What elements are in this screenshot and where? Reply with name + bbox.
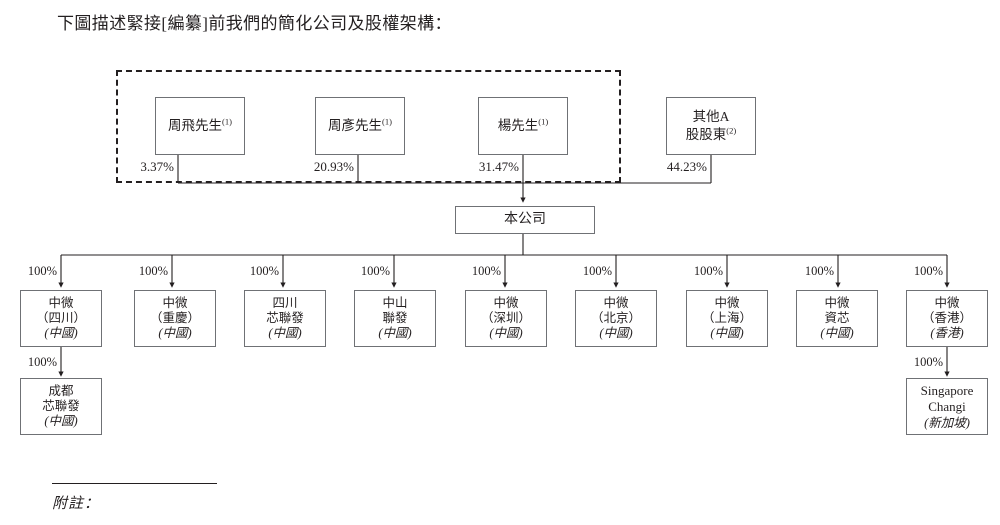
shareholder-name-2: 周彥先生(1) [328, 116, 392, 133]
third-level-country: (中國) [44, 414, 78, 428]
ownership-pct-subsidiary-1: 100% [27, 264, 57, 278]
subsidiary-name-line2: （香港） [921, 311, 972, 325]
third-level-name-line2: Changi [928, 398, 966, 414]
company-name: 本公司 [504, 212, 546, 227]
company-box[interactable]: 本公司 [455, 206, 595, 234]
third-level-box-singapore-changi[interactable]: Singapore Changi (新加坡) [906, 378, 988, 435]
subsidiary-name-line2: 資芯 [824, 311, 850, 325]
subsidiary-country: (中國) [489, 326, 523, 340]
shareholder-name-4-line1: 其他A [692, 109, 730, 124]
subsidiary-box-8[interactable]: 中微 資芯 (中國) [796, 290, 878, 347]
shareholder-name-1: 周飛先生(1) [168, 116, 232, 133]
ownership-pct-subsidiary-3: 100% [249, 264, 279, 278]
subsidiary-country: (中國) [710, 326, 744, 340]
page-title: 下圖描述緊接[編纂]前我們的簡化公司及股權架構： [57, 14, 452, 33]
controlling-shareholders-dashed-box [116, 70, 621, 183]
shareholder-box-3[interactable]: 楊先生(1) [478, 97, 568, 155]
shareholder-name-4-line2: 股股東(2) [685, 125, 737, 142]
ownership-pct-subsidiary-6: 100% [582, 264, 612, 278]
shareholder-name-3: 楊先生(1) [497, 116, 549, 133]
footnote-marker: (1) [382, 116, 392, 127]
ownership-pct-subsidiary-9: 100% [913, 264, 943, 278]
subsidiary-box-7[interactable]: 中微 （上海） (中國) [686, 290, 768, 347]
third-level-country: (新加坡) [924, 415, 970, 430]
ownership-pct-third-level-2: 100% [913, 355, 943, 369]
subsidiary-country: (中國) [599, 326, 633, 340]
subsidiary-box-5[interactable]: 中微 （深圳） (中國) [465, 290, 547, 347]
subsidiary-name-line2: （深圳） [480, 311, 531, 325]
third-level-name-line1: 成都 [48, 384, 74, 398]
subsidiary-box-9[interactable]: 中微 （香港） (香港) [906, 290, 988, 347]
subsidiary-name-line1: 中微 [162, 296, 188, 310]
footnote-marker: (1) [222, 116, 232, 127]
subsidiary-name-line1: 中微 [714, 296, 740, 310]
subsidiary-box-1[interactable]: 中微 （四川） (中國) [20, 290, 102, 347]
subsidiary-name-line1: 中微 [603, 296, 629, 310]
subsidiary-name-line1: 中山 [382, 296, 408, 310]
shareholder-box-4-other-a-shareholders[interactable]: 其他A 股股東(2) [666, 97, 756, 155]
subsidiary-name-line2: （北京） [590, 311, 641, 325]
subsidiary-country: (中國) [378, 326, 412, 340]
subsidiary-name-line1: 中微 [48, 296, 74, 310]
ownership-pct-subsidiary-2: 100% [138, 264, 168, 278]
footnote-marker: (1) [538, 116, 549, 127]
subsidiary-name-line2: （上海） [701, 311, 752, 325]
ownership-pct-subsidiary-7: 100% [693, 264, 723, 278]
ownership-pct-shareholder-2: 20.93% [313, 159, 354, 174]
subsidiary-name-line2: 芯聯發 [266, 311, 304, 325]
third-level-name-line2: 芯聯發 [42, 399, 80, 413]
footnote-divider [52, 483, 217, 484]
subsidiary-country: (中國) [820, 326, 854, 340]
ownership-pct-third-level-1: 100% [27, 355, 57, 369]
ownership-pct-subsidiary-4: 100% [360, 264, 390, 278]
subsidiary-name-line2: 聯發 [382, 311, 408, 325]
subsidiary-country: (香港) [930, 326, 964, 340]
shareholder-box-2[interactable]: 周彥先生(1) [315, 97, 405, 155]
footnote-label: 附註： [52, 496, 101, 512]
third-level-name-line1: Singapore [920, 382, 974, 398]
subsidiary-box-2[interactable]: 中微 （重慶） (中國) [134, 290, 216, 347]
subsidiary-box-6[interactable]: 中微 （北京） (中國) [575, 290, 657, 347]
ownership-pct-subsidiary-8: 100% [804, 264, 834, 278]
subsidiary-box-3[interactable]: 四川 芯聯發 (中國) [244, 290, 326, 347]
subsidiary-name-line2: （重慶） [149, 311, 200, 325]
ownership-pct-subsidiary-5: 100% [471, 264, 501, 278]
ownership-pct-shareholder-1: 3.37% [140, 159, 174, 174]
subsidiary-name-line1: 四川 [272, 296, 298, 310]
subsidiary-country: (中國) [158, 326, 192, 340]
subsidiary-name-line2: （四川） [35, 311, 86, 325]
third-level-box-chengdu[interactable]: 成都 芯聯發 (中國) [20, 378, 102, 435]
subsidiary-country: (中國) [44, 326, 78, 340]
subsidiary-name-line1: 中微 [493, 296, 519, 310]
footnote-marker: (2) [726, 125, 737, 136]
subsidiary-country: (中國) [268, 326, 302, 340]
ownership-pct-shareholder-4: 44.23% [666, 159, 707, 174]
shareholder-box-1[interactable]: 周飛先生(1) [155, 97, 245, 155]
subsidiary-name-line1: 中微 [934, 296, 960, 310]
subsidiary-name-line1: 中微 [824, 296, 850, 310]
ownership-pct-shareholder-3: 31.47% [478, 159, 519, 174]
subsidiary-box-4[interactable]: 中山 聯發 (中國) [354, 290, 436, 347]
